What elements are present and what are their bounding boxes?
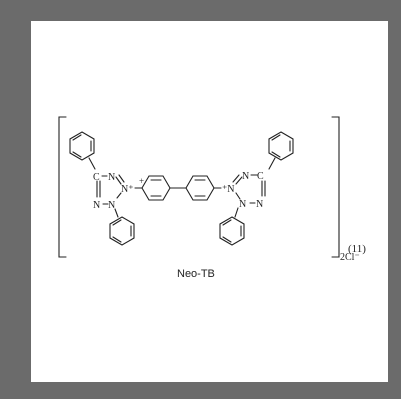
bond-r-n-n-double-a: [235, 176, 243, 185]
atom-c-left: C: [93, 172, 100, 183]
phenyl-ring-left-top: [69, 131, 95, 161]
atom-n-right-bottom: N: [256, 199, 263, 210]
bond-r-n-n-double-b: [232, 174, 240, 183]
atom-nplus-left: N⁺: [121, 184, 134, 195]
biphenyl-ring-left: [141, 175, 171, 201]
bond-r-n-phenyl-bottom: [234, 207, 239, 218]
atom-n-left-bottom: N: [108, 200, 115, 211]
counter-ion: 2Cl⁻: [340, 252, 360, 263]
bond-n-n-double-b: [118, 174, 125, 183]
phenyl-ring-right-bottom: [219, 216, 245, 246]
equation-number: (11): [348, 243, 366, 255]
atom-n-left-top: N: [108, 172, 115, 183]
atom-nplus-right: ⁺N: [222, 184, 235, 195]
biphenyl-ring-right: [185, 175, 215, 201]
left-bracket: [58, 116, 67, 258]
atom-n-right-top: N: [242, 171, 249, 182]
neo-tb-structure: C N N⁺ N N + ⁺N N C N N 2Cl⁻ (11) Neo-TB: [58, 116, 366, 280]
phenyl-ring-right-top: [268, 131, 294, 161]
atom-n-right-lower: N: [239, 199, 246, 210]
atom-n-left-lower: N: [93, 200, 100, 211]
right-bracket: [331, 116, 340, 258]
bond-n-n-double-a: [115, 176, 122, 185]
bond-c-phenyl-top: [88, 157, 96, 170]
charge-plus-left: +: [139, 176, 144, 186]
atom-c-right: C: [257, 171, 264, 182]
bond-r-n-n: [235, 192, 241, 200]
figure-page: C N N⁺ N N + ⁺N N C N N 2Cl⁻ (11) Neo-TB: [31, 21, 388, 382]
compound-name: Neo-TB: [177, 268, 215, 280]
bond-n-n: [116, 192, 122, 199]
bond-n-phenyl-bottom: [114, 208, 119, 218]
phenyl-ring-left-bottom: [109, 216, 135, 246]
bond-r-c-phenyl-top: [268, 157, 276, 170]
